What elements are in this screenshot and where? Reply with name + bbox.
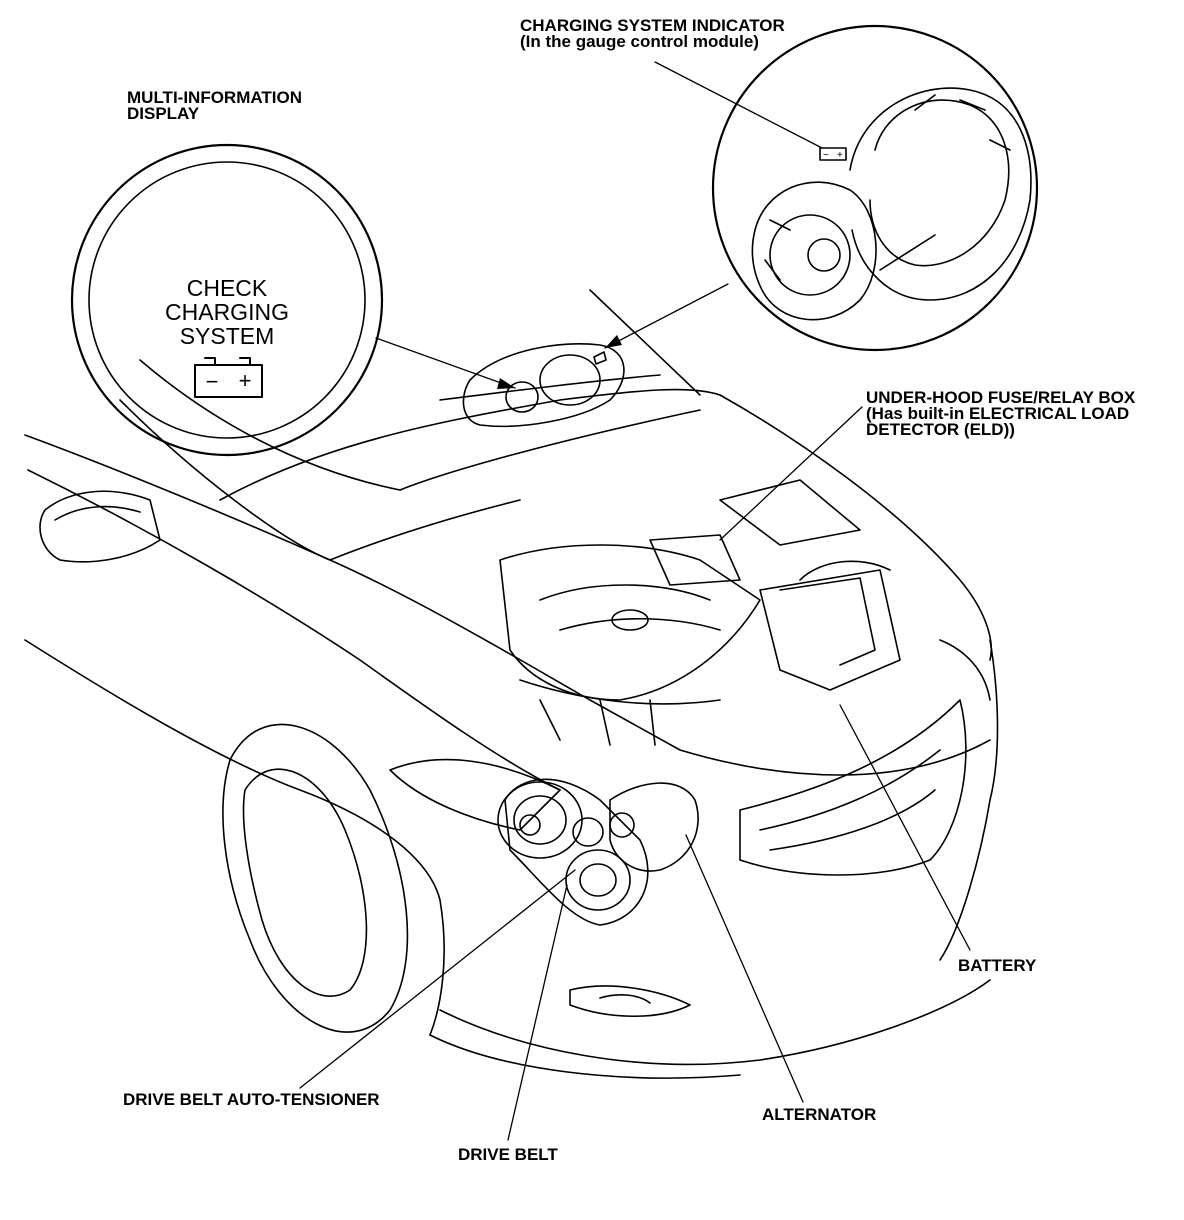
label-battery: BATTERY	[958, 956, 1037, 975]
display-message: CHECK CHARGING SYSTEM	[157, 276, 297, 348]
indicator-plus-symbol: +	[837, 150, 843, 161]
label-fuse-box: UNDER-HOOD FUSE/RELAY BOX (Has built-in …	[866, 388, 1136, 439]
car-body	[24, 289, 999, 1079]
front-wheel	[222, 723, 409, 1033]
engine-bay	[499, 479, 901, 746]
front-fascia	[389, 639, 991, 1018]
label-drive-belt: DRIVE BELT	[458, 1145, 558, 1164]
belt-drive	[497, 778, 699, 926]
leader-lines	[299, 61, 971, 1141]
display-line-2: CHARGING	[165, 299, 289, 325]
indicator-minus-symbol: −	[823, 150, 829, 161]
gauge-cluster	[462, 342, 625, 428]
display-line-1: CHECK	[186, 275, 268, 301]
label-auto-tensioner: DRIVE BELT AUTO-TENSIONER	[123, 1090, 380, 1109]
display-line-3: SYSTEM	[179, 323, 275, 349]
arrowheads	[497, 335, 622, 389]
label-multi-info-display: MULTI-INFORMATION DISPLAY	[127, 88, 302, 123]
label-charging-indicator: CHARGING SYSTEM INDICATOR (In the gauge …	[520, 16, 785, 51]
battery-minus-symbol: −	[205, 369, 219, 394]
display-detail-circle	[70, 143, 384, 457]
label-alternator: ALTERNATOR	[762, 1105, 877, 1124]
battery-icon	[194, 357, 263, 398]
indicator-detail-circle	[711, 24, 1039, 352]
battery-plus-symbol: +	[238, 368, 252, 393]
side-mirror	[39, 490, 161, 563]
